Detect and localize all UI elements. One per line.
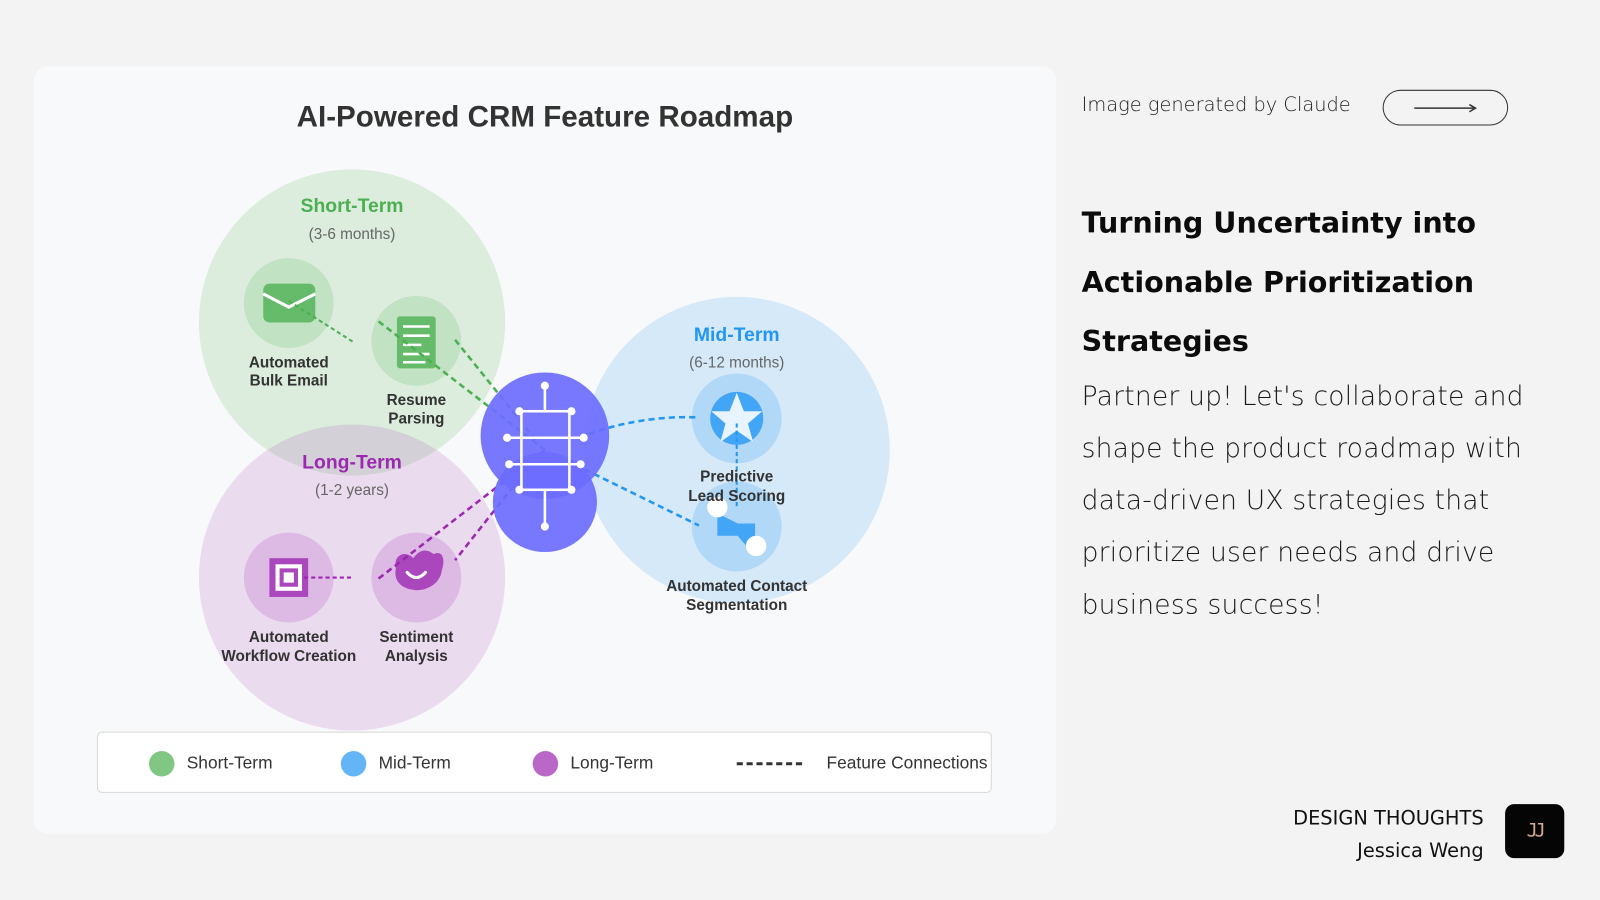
envelope-icon xyxy=(262,283,316,323)
brand-block: DESIGN THOUGHTS Jessica Weng xyxy=(1293,802,1484,867)
segment-icon xyxy=(707,496,767,557)
legend-label: Mid-Term xyxy=(378,753,451,773)
body-line: prioritize user needs and drive xyxy=(1081,537,1495,569)
zone-sublabel-short: (3-6 months) xyxy=(309,226,396,243)
legend-label: Long-Term xyxy=(570,753,654,773)
feature-label: Analysis xyxy=(385,648,448,665)
roadmap-diagram: Short-Term (3-6 months) Mid-Term (6-12 m… xyxy=(198,169,890,731)
next-button[interactable] xyxy=(1382,89,1509,126)
feature-label: Lead Scoring xyxy=(688,488,785,505)
zone-sublabel-long: (1-2 years) xyxy=(315,482,389,499)
legend-dash-line xyxy=(736,761,803,765)
generated-by-label: Image generated by Claude xyxy=(1081,93,1351,117)
heading-line: Actionable Prioritization xyxy=(1081,265,1475,299)
workflow-icon xyxy=(269,558,309,597)
zone-mid-term xyxy=(583,296,890,604)
legend-swatch-long xyxy=(532,750,559,777)
connection-email-resume xyxy=(288,300,354,343)
side-heading: Turning Uncertainty into Actionable Prio… xyxy=(1082,194,1572,372)
logo-icon: JJ xyxy=(1526,820,1546,842)
feature-label: Segmentation xyxy=(686,597,787,614)
legend-label: Feature Connections xyxy=(826,753,988,773)
document-icon xyxy=(396,316,436,369)
legend-item-connections: Feature Connections xyxy=(736,733,988,794)
side-body: Partner up! Let's collaborate and shape … xyxy=(1082,371,1572,631)
feature-label: Sentiment xyxy=(379,629,453,646)
star-icon xyxy=(710,391,764,445)
connection-hub-segmentation xyxy=(584,468,700,527)
legend-item-mid-term: Mid-Term xyxy=(340,733,451,794)
legend-label: Short-Term xyxy=(186,753,273,773)
zone-short-term xyxy=(198,169,506,476)
sentiment-icon xyxy=(395,550,444,591)
arrow-right-icon xyxy=(1413,103,1477,112)
feature-label: Predictive xyxy=(700,469,773,486)
diagram-title: AI-Powered CRM Feature Roadmap xyxy=(296,101,794,134)
feature-label: Resume xyxy=(387,392,447,409)
author-name: Jessica Weng xyxy=(1357,839,1484,863)
body-line: business success! xyxy=(1081,589,1324,621)
ai-network-icon xyxy=(480,372,610,553)
zone-long-term xyxy=(198,424,506,731)
body-line: shape the product roadmap with xyxy=(1081,433,1523,465)
feature-label: Workflow Creation xyxy=(221,648,356,665)
connection-resume-hub-2 xyxy=(454,338,540,445)
legend-swatch-mid xyxy=(340,750,367,777)
feature-label: Bulk Email xyxy=(250,373,328,390)
zone-label-short: Short-Term xyxy=(301,195,404,217)
roadmap-card: AI-Powered CRM Feature Roadmap Short-Ter… xyxy=(33,66,1057,834)
legend: Short-Term Mid-Term Long-Term Feature Co… xyxy=(96,731,992,794)
legend-item-long-term: Long-Term xyxy=(532,733,654,794)
zone-label-mid: Mid-Term xyxy=(694,324,780,346)
zone-label-long: Long-Term xyxy=(302,451,402,473)
feature-label: Automated xyxy=(249,354,329,371)
feature-label: Parsing xyxy=(388,410,444,427)
body-line: data-driven UX strategies that xyxy=(1081,485,1490,517)
feature-label: Automated xyxy=(249,629,329,646)
legend-swatch-short xyxy=(148,750,175,777)
brand-name: DESIGN THOUGHTS xyxy=(1293,807,1484,830)
feature-label: Automated Contact xyxy=(666,578,807,595)
heading-line: Strategies xyxy=(1081,324,1249,359)
body-line: Partner up! Let's collaborate and xyxy=(1081,381,1524,413)
legend-item-short-term: Short-Term xyxy=(148,733,273,794)
brand-logo: JJ xyxy=(1505,804,1565,859)
heading-line: Turning Uncertainty into xyxy=(1081,206,1476,240)
zone-sublabel-mid: (6-12 months) xyxy=(689,354,784,371)
